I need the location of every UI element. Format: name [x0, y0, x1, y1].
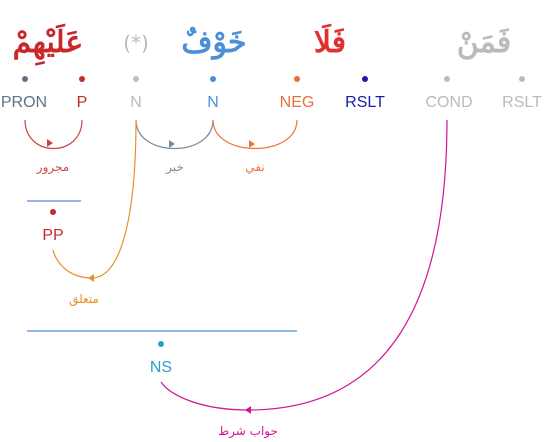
rel-mutaalliq: متعلق — [69, 292, 99, 307]
word-faman: فَمَنْ — [457, 25, 512, 60]
dot-rslt-gray — [519, 76, 525, 82]
tag-rslt: RSLT — [345, 94, 385, 111]
arc-jawab-shart-arrow — [245, 406, 251, 414]
word-elided-marker: (*) — [123, 31, 149, 55]
tag-pp: PP — [42, 227, 63, 244]
dot-p — [79, 76, 85, 82]
arc-majrur-arrow — [47, 139, 53, 147]
tag-p: P — [77, 94, 88, 111]
arc-khabar — [135, 119, 214, 149]
dot-neg — [294, 76, 300, 82]
tag-n1: N — [207, 94, 219, 111]
arc-jawab-shart — [160, 119, 448, 411]
tag-rslt-gray: RSLT — [502, 94, 542, 111]
arc-khabar-arrow — [169, 140, 175, 148]
arc-nafi-arrow — [249, 140, 255, 148]
tag-neg: NEG — [280, 94, 315, 111]
dot-cond — [444, 76, 450, 82]
tag-pron: PRON — [1, 94, 47, 111]
word-khawf: خَوْفٌ — [181, 25, 246, 60]
rel-majrur: مجرور — [36, 160, 69, 175]
dot-rslt — [362, 76, 368, 82]
dot-n2 — [133, 76, 139, 82]
dot-pron — [22, 76, 28, 82]
dot-pp — [50, 209, 56, 215]
arc-mutaalliq-arrow — [88, 274, 94, 282]
arc-nafi — [212, 119, 298, 149]
tag-n2: N — [130, 94, 142, 111]
word-alayhim: عَلَيْهِمْ — [13, 23, 84, 65]
rel-jawab-shart: جواب شرط — [218, 424, 278, 439]
rel-khabar: خبر — [165, 160, 184, 175]
dot-n1 — [210, 76, 216, 82]
tag-ns: NS — [150, 359, 172, 376]
arc-majrur — [24, 119, 83, 150]
word-fala: فَلَا — [314, 23, 346, 60]
tag-cond: COND — [425, 94, 472, 111]
arc-mutaalliq — [52, 119, 137, 279]
dot-ns — [158, 341, 164, 347]
rel-nafi: نفي — [245, 160, 264, 174]
